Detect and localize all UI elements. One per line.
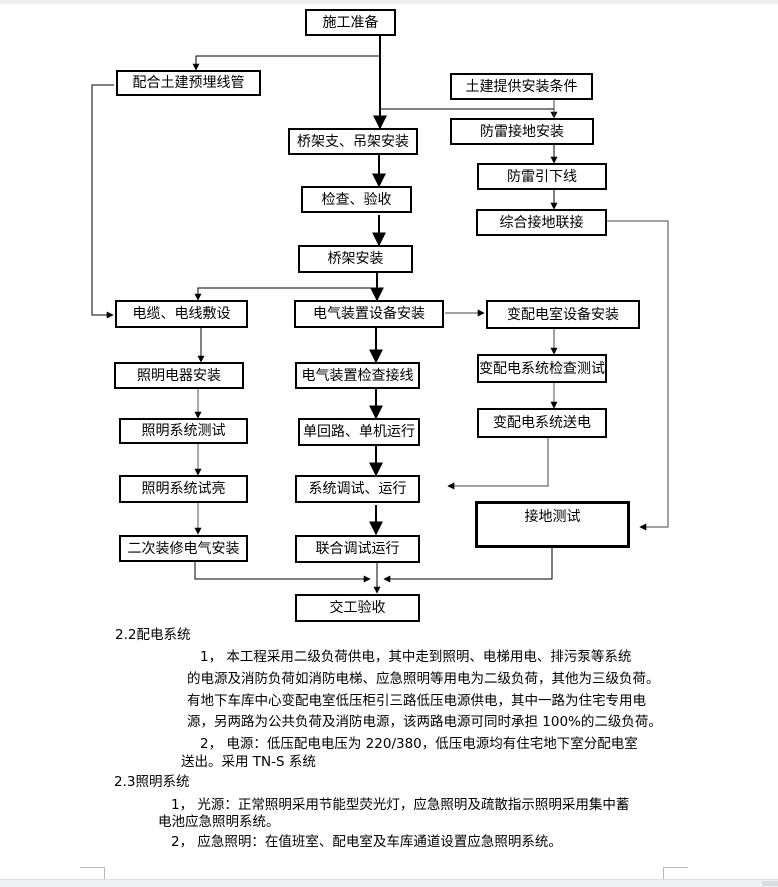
node-light-test: 照明系统测试 xyxy=(119,418,248,444)
arrow-prep-embed xyxy=(192,55,380,71)
node-sub-test: 变配电系统检查测试 xyxy=(477,354,607,383)
scrollbar-thumb[interactable] xyxy=(762,881,778,886)
node-substation: 变配电室设备安装 xyxy=(486,300,640,329)
page-corner-mark-left xyxy=(80,867,105,883)
page-corner-mark-right xyxy=(663,867,688,883)
section-2-2-para1-line4: 源，另两路为公共负荷及消防电源，该两路电源可同时承担 100%的二级负荷。 xyxy=(187,714,662,730)
window-bottom-border xyxy=(0,879,778,887)
section-2-2-para1-line2: 的电源及消防负荷如消防电梯、应急照明等用电为二级负荷，其他为三级负荷。 xyxy=(187,671,660,687)
section-2-3-para1-line1: 1， 光源：正常照明采用节能型荧光灯，应急照明及疏散指示照明采用集中蓄 xyxy=(171,797,630,813)
arrow-subpower-sysdebug xyxy=(447,438,549,490)
node-device: 电气装置设备安装 xyxy=(294,300,444,328)
node-lamp: 照明电器安装 xyxy=(114,362,244,389)
section-2-2-para1-line3: 有地下车库中心变配电室低压柜引三路低压电源供电，其中一路为住宅专用电 xyxy=(187,693,646,709)
section-2-2-para2-line2: 送出。采用 TN-S 系统 xyxy=(181,754,316,770)
node-device-check: 电气装置检查接线 xyxy=(295,362,420,389)
section-2-3-para2-line1: 2， 应急照明：在值班室、配电室及车库通道设置应急照明系统。 xyxy=(171,834,562,850)
arrow-groundtest-handover xyxy=(383,548,553,583)
node-sub-power: 变配电系统送电 xyxy=(477,408,607,438)
window-top-border xyxy=(0,0,778,4)
arrow-decor-handover xyxy=(194,561,371,583)
node-decor: 二次装修电气安装 xyxy=(119,535,248,562)
node-embed: 配合土建预埋线管 xyxy=(116,70,261,96)
arrow-groundlink-groundtest xyxy=(604,220,669,531)
node-sys-debug: 系统调试、运行 xyxy=(295,475,420,503)
section-2-2-heading: 2.2配电系统 xyxy=(115,627,191,643)
node-handover: 交工验收 xyxy=(295,594,420,622)
section-2-2-para2-line1: 2， 电源：低压配电电压为 220/380，低压电源均有住宅地下室分配电室 xyxy=(200,736,638,752)
node-joint: 联合调试运行 xyxy=(295,535,420,563)
node-prep: 施工准备 xyxy=(305,9,396,36)
node-inspect: 检查、验收 xyxy=(301,186,412,213)
node-ground-link: 综合接地联接 xyxy=(476,209,607,236)
arrow-embed-cable xyxy=(91,84,114,319)
section-2-2-para1-line1: 1， 本工程采用二级负荷供电，其中走到照明、电梯用电、排污泵等系统 xyxy=(200,649,632,665)
node-light-on: 照明系统试亮 xyxy=(119,475,248,503)
node-cable: 电缆、电线敷设 xyxy=(115,300,248,328)
node-bracket: 桥架支、吊架安装 xyxy=(288,128,418,155)
section-2-3-para1-line2: 电池应急照明系统。 xyxy=(158,814,280,830)
arrow-tray-cable xyxy=(194,287,377,301)
node-civil: 土建提供安装条件 xyxy=(450,73,593,100)
node-single-run: 单回路、单机运行 xyxy=(298,418,420,446)
node-lightning: 防雷接地安装 xyxy=(450,118,594,145)
arrow-prep-lightning xyxy=(380,108,558,119)
node-downlead: 防雷引下线 xyxy=(477,163,607,190)
section-2-3-heading: 2.3照明系统 xyxy=(114,774,190,790)
node-ground-test: 接地测试 xyxy=(475,501,630,548)
node-tray: 桥架安装 xyxy=(298,245,413,273)
